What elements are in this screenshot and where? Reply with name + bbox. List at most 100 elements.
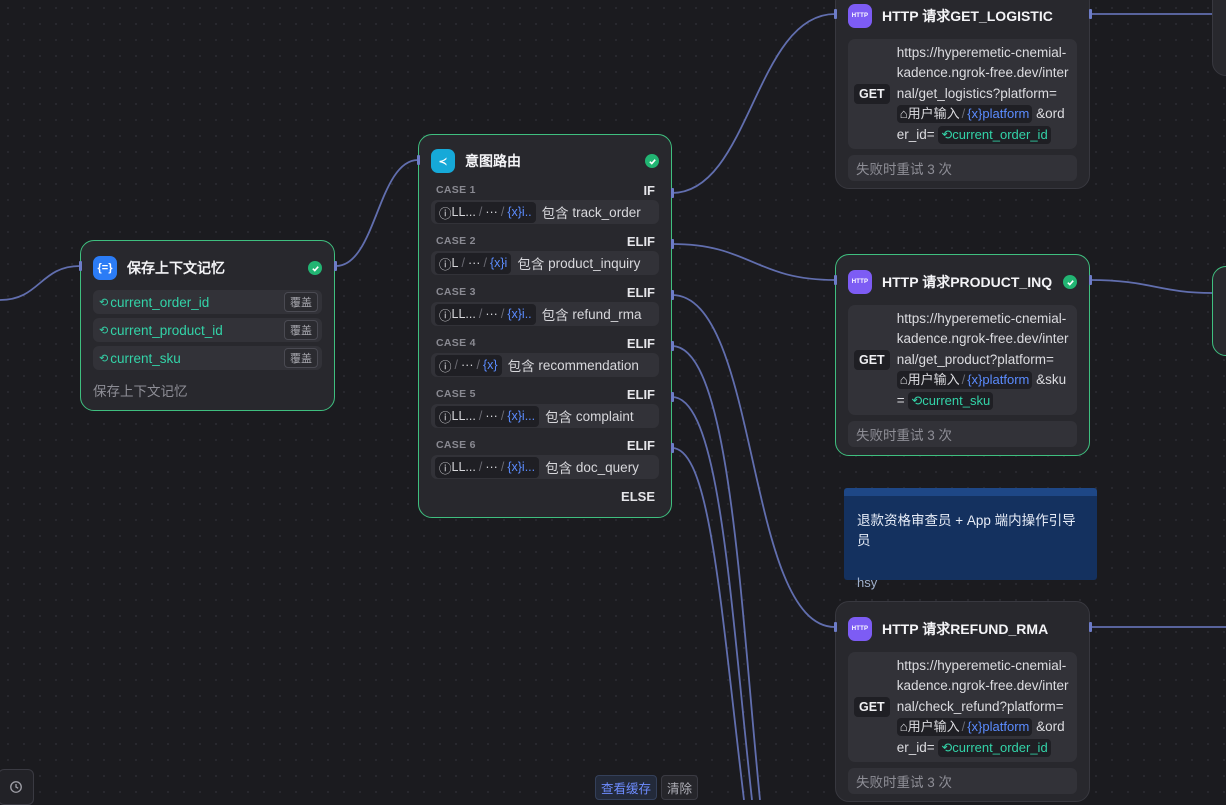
node-header: HTTP HTTP 请求PRODUCT_INQ xyxy=(836,267,1089,297)
user-input-var: ⌂用户输入/{x}platform xyxy=(896,371,1033,390)
info-icon: ⓘ xyxy=(439,308,452,323)
condition-operator: 包含 xyxy=(507,359,535,374)
condition-value: doc_query xyxy=(575,459,639,475)
user-input-var: ⌂用户输入/{x}platform xyxy=(896,105,1033,124)
node-header: {=} 保存上下文记忆 xyxy=(81,253,334,283)
http-icon: HTTP xyxy=(848,270,872,294)
history-button[interactable] xyxy=(0,769,34,805)
case-6-port[interactable] xyxy=(671,443,674,453)
variable-assign-icon: {=} xyxy=(93,256,117,280)
context-var: ⟲current_order_id xyxy=(938,125,1051,144)
case-header: CASE 2 ELIF xyxy=(419,231,671,251)
method-badge: GET xyxy=(854,84,890,105)
context-var: ⟲current_sku xyxy=(908,391,994,410)
partial-node-middle-right[interactable] xyxy=(1212,266,1226,356)
method-badge: GET xyxy=(854,350,890,371)
case-5-port[interactable] xyxy=(671,392,674,402)
case-keyword: ELIF xyxy=(626,386,655,402)
case-label: CASE 2 xyxy=(436,235,476,247)
info-icon: ⓘ xyxy=(439,257,452,272)
case-keyword: ELIF xyxy=(626,284,655,300)
output-port[interactable] xyxy=(1089,9,1092,19)
output-port[interactable] xyxy=(334,261,337,271)
context-var-icon: ⟲ xyxy=(941,126,953,142)
info-icon: ⓘ xyxy=(439,410,452,425)
condition-operator: 包含 xyxy=(517,257,545,272)
context-var-icon: ⟲ xyxy=(911,392,923,408)
success-check-icon xyxy=(645,154,659,168)
request-url: https://hyperemetic-cnemial-kadence.ngro… xyxy=(896,311,1069,410)
http-icon: HTTP xyxy=(848,4,872,28)
condition-value: recommendation xyxy=(538,357,639,373)
condition-operator: 包含 xyxy=(541,308,569,323)
info-icon: ⓘ xyxy=(439,359,452,374)
condition-operator: 包含 xyxy=(541,206,569,221)
case-2-port[interactable] xyxy=(671,239,674,249)
info-icon: ⓘ xyxy=(439,461,452,476)
input-port[interactable] xyxy=(79,261,82,271)
http-refund-rma-node[interactable]: HTTP HTTP 请求REFUND_RMA GET https://hyper… xyxy=(835,601,1090,802)
case-keyword: ELIF xyxy=(626,437,655,453)
node-title: HTTP 请求GET_LOGISTIC xyxy=(882,8,1053,24)
overwrite-tag: 覆盖 xyxy=(284,292,318,312)
request-config[interactable]: GET https://hyperemetic-cnemial-kadence.… xyxy=(848,652,1077,763)
retry-info: 失败时重试 3 次 xyxy=(848,768,1077,795)
case-label: CASE 1 xyxy=(436,184,476,196)
request-config[interactable]: GET https://hyperemetic-cnemial-kadence.… xyxy=(848,39,1077,150)
condition-value: product_inquiry xyxy=(548,255,641,271)
case-keyword: ELIF xyxy=(626,233,655,249)
node-title: HTTP 请求REFUND_RMA xyxy=(882,621,1049,637)
home-icon: ⌂ xyxy=(899,106,908,122)
case-condition[interactable]: ⓘ/···/{x}包含 recommendation xyxy=(431,353,659,377)
clear-button[interactable]: 清除 xyxy=(661,775,699,800)
input-port[interactable] xyxy=(834,275,837,285)
case-1-port[interactable] xyxy=(671,188,674,198)
case-3-port[interactable] xyxy=(671,290,674,300)
condition-value: refund_rma xyxy=(572,306,642,322)
case-header: CASE 6 ELIF xyxy=(419,435,671,455)
request-config[interactable]: GET https://hyperemetic-cnemial-kadence.… xyxy=(848,305,1077,416)
input-port[interactable] xyxy=(834,9,837,19)
input-port[interactable] xyxy=(417,155,420,165)
home-icon: ⌂ xyxy=(899,372,908,388)
condition-operator: 包含 xyxy=(545,461,573,476)
sticky-note[interactable]: 退款资格审查员 + App 端内操作引导员 hsy xyxy=(844,488,1097,590)
view-cache-button[interactable]: 查看缓存 xyxy=(595,775,658,800)
retry-info: 失败时重试 3 次 xyxy=(848,421,1077,448)
node-title: HTTP 请求PRODUCT_INQ xyxy=(882,274,1053,290)
case-label: CASE 6 xyxy=(436,439,476,451)
http-get-logistic-node[interactable]: HTTP HTTP 请求GET_LOGISTIC GET https://hyp… xyxy=(835,0,1090,189)
else-branch: ELSE xyxy=(621,488,655,504)
condition-value: track_order xyxy=(572,204,641,220)
context-var-icon: ⟲ xyxy=(99,296,109,309)
home-icon: ⌂ xyxy=(899,719,908,735)
partial-node-top-right[interactable] xyxy=(1212,0,1226,76)
history-icon xyxy=(10,781,22,793)
node-header: HTTP HTTP 请求REFUND_RMA xyxy=(836,614,1089,644)
http-product-inq-node[interactable]: HTTP HTTP 请求PRODUCT_INQ GET https://hype… xyxy=(835,254,1090,456)
node-description: 保存上下文记忆 xyxy=(93,384,188,399)
output-port[interactable] xyxy=(1089,275,1092,285)
case-4-port[interactable] xyxy=(671,341,674,351)
input-port[interactable] xyxy=(834,622,837,632)
output-port[interactable] xyxy=(1089,622,1092,632)
context-var-icon: ⟲ xyxy=(99,352,109,365)
